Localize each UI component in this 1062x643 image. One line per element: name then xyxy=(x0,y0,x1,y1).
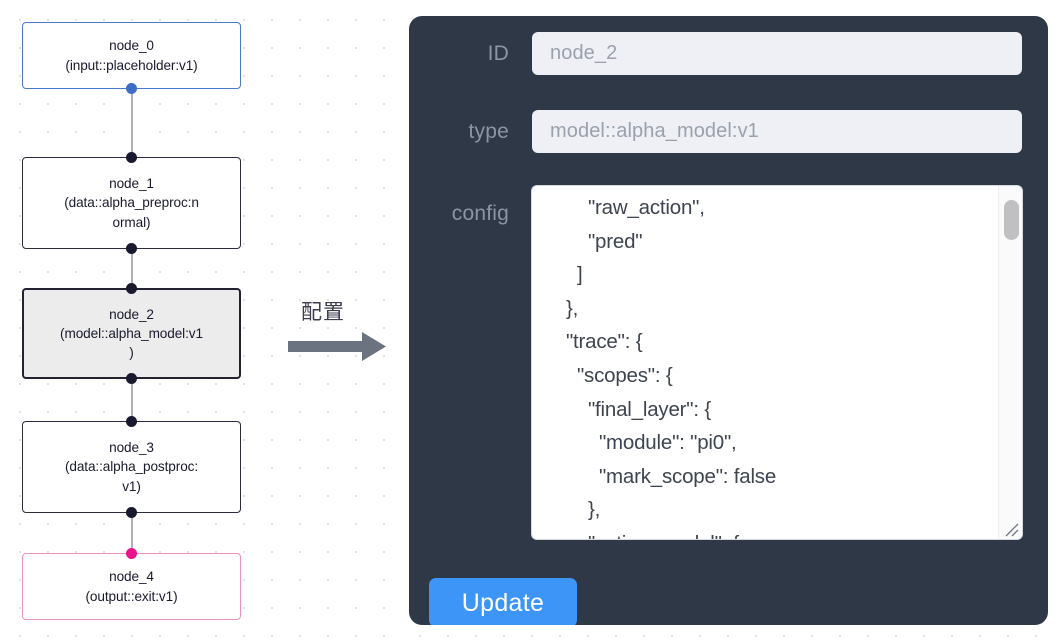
field-row-type: type model::alpha_model:v1 xyxy=(409,110,1022,153)
port-node_1-input[interactable] xyxy=(125,152,137,163)
graph-node-label: node_4 (output::exit:v1) xyxy=(85,569,178,604)
field-row-id: ID node_2 xyxy=(409,32,1022,75)
graph-node-label: node_0 (input::placeholder:v1) xyxy=(65,38,198,73)
id-field-label: ID xyxy=(487,41,509,65)
config-scrollbar-thumb[interactable] xyxy=(1004,200,1019,240)
port-node_3-input[interactable] xyxy=(125,416,137,427)
edge-node2-node3[interactable] xyxy=(131,376,133,448)
graph-node-node_2[interactable]: node_2 (model::alpha_model:v1 ) xyxy=(22,288,241,379)
node-config-panel: ID node_2 type model::alpha_model:v1 con… xyxy=(409,16,1048,625)
resize-handle-icon[interactable] xyxy=(1000,518,1020,538)
port-node_2-input[interactable] xyxy=(125,283,137,294)
arrow-icon xyxy=(288,332,386,361)
graph-node-label: node_1 (data::alpha_preproc:n ormal) xyxy=(64,176,199,230)
config-arrow-group: 配置 xyxy=(288,296,392,366)
config-textarea[interactable]: "raw_action", "pred" ] }, "trace": { "sc… xyxy=(565,196,777,539)
port-node_3-output[interactable] xyxy=(125,507,137,518)
port-node_2-output[interactable] xyxy=(125,373,137,384)
port-node_0-output[interactable] xyxy=(125,83,137,94)
update-button[interactable]: Update xyxy=(429,578,577,625)
graph-node-node_1[interactable]: node_1 (data::alpha_preproc:n ormal) xyxy=(22,157,241,249)
type-field-label: type xyxy=(468,119,509,143)
arrow-label: 配置 xyxy=(301,300,345,324)
graph-node-node_0[interactable]: node_0 (input::placeholder:v1) xyxy=(22,22,241,89)
graph-node-node_4[interactable]: node_4 (output::exit:v1) xyxy=(22,553,241,620)
graph-node-label: node_2 (model::alpha_model:v1 ) xyxy=(60,306,203,361)
graph-node-label: node_3 (data::alpha_postproc: v1) xyxy=(64,440,199,494)
config-scrollbar[interactable] xyxy=(998,186,1022,539)
id-input[interactable]: node_2 xyxy=(532,32,1022,75)
field-row-config: config "raw_action", "pred" ] }, "trace"… xyxy=(409,186,1022,539)
config-textarea-container[interactable]: "raw_action", "pred" ] }, "trace": { "sc… xyxy=(532,186,1022,539)
type-input[interactable]: model::alpha_model:v1 xyxy=(532,110,1022,153)
graph-node-node_3[interactable]: node_3 (data::alpha_postproc: v1) xyxy=(22,421,241,513)
port-node_1-output[interactable] xyxy=(125,243,137,254)
port-node_4-input[interactable] xyxy=(125,548,137,559)
config-field-label: config xyxy=(451,202,509,225)
edge-node0-node1[interactable] xyxy=(131,88,133,160)
